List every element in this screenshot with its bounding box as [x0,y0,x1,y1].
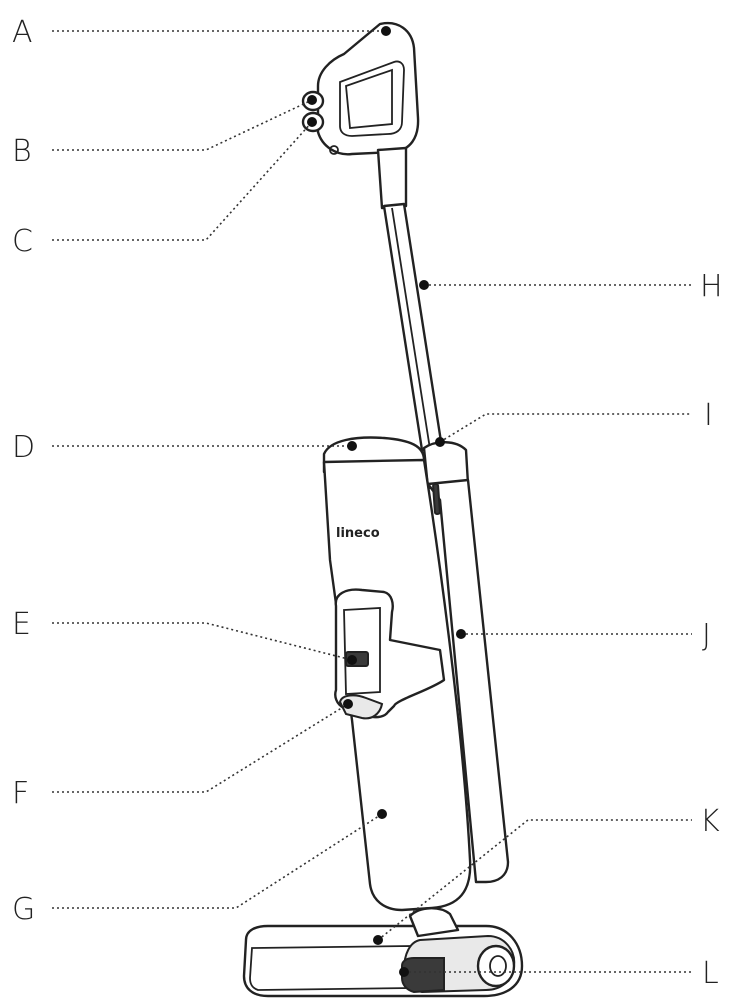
tube-highlight [391,207,431,450]
label-g: G [12,892,35,927]
label-j: J [702,618,711,653]
dot-h [419,280,429,290]
leader-e [52,622,353,661]
callout-labels: A B C D E F G H I J K L [12,15,723,991]
dot-c [307,117,317,127]
floor-head-lip [249,945,413,991]
label-b: B [12,134,32,169]
dot-d [347,441,357,451]
handle-window-inner [345,68,393,129]
handle-trigger [329,145,339,155]
label-h: H [700,269,723,304]
dot-a [381,26,391,36]
handle-grip [316,21,420,156]
dot-k [373,935,383,945]
leader-c [52,121,313,241]
dot-b [307,95,317,105]
label-f: F [12,776,29,811]
roller-hub [489,955,507,977]
leader-i [439,413,692,443]
label-i: I [704,398,713,433]
dot-j [456,629,466,639]
leader-lines [52,30,692,973]
dot-f [343,699,353,709]
leader-g [52,813,383,909]
rear-unit-cap [422,441,470,490]
dot-l [399,967,409,977]
leader-b [52,99,313,151]
anchor-dots [307,26,466,977]
label-a: A [12,15,33,50]
label-c: C [12,224,33,259]
leader-k [377,819,692,941]
floor-head-neck [408,907,460,938]
rear-unit-slot [432,482,441,515]
label-e: E [12,607,31,642]
dirty-water-tray [401,957,445,994]
roller-brush [476,944,516,988]
label-d: D [12,430,35,465]
dot-i [435,437,445,447]
dot-e [347,655,357,665]
handle-tube [382,202,444,452]
leader-f [52,703,349,793]
brand-logo: lineco [336,526,380,541]
front-module-inner [343,607,381,695]
vacuum-illustration: lineco [242,21,524,998]
dot-g [377,809,387,819]
handle-neck [376,146,408,210]
handle-window [339,60,405,137]
label-l: L [702,956,719,991]
label-k: K [700,804,720,839]
rear-unit-body [426,478,510,884]
